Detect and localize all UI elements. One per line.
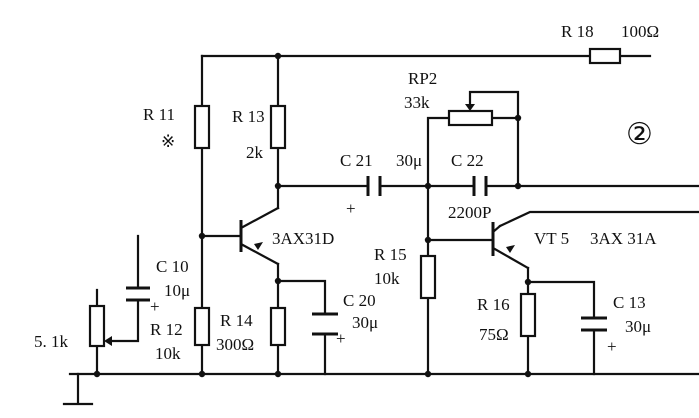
r11-resistor bbox=[193, 104, 211, 150]
r12-resistor bbox=[193, 306, 211, 347]
c13-name-label: C 13 bbox=[613, 293, 646, 312]
junction-dots bbox=[93, 52, 532, 378]
r15-value-label: 10k bbox=[374, 269, 400, 288]
r16-value-label: 75Ω bbox=[479, 325, 509, 344]
r18-name-label: R 18 bbox=[561, 22, 594, 41]
r12-value-label: 10k bbox=[155, 344, 181, 363]
c20-capacitor bbox=[312, 312, 338, 336]
pot-wiper-arrow bbox=[104, 336, 112, 346]
c20-name-label: C 20 bbox=[343, 291, 376, 310]
circuit-number-label: ② bbox=[626, 117, 653, 152]
c21-value-label: 30μ bbox=[396, 151, 422, 170]
c22-value-label: 2200P bbox=[448, 203, 491, 222]
c13-polarity-mark: + bbox=[607, 337, 617, 356]
r13-resistor bbox=[269, 104, 287, 150]
vt5-name-label: VT 5 bbox=[534, 229, 569, 248]
r16-name-label: R 16 bbox=[477, 295, 510, 314]
left-transistor-3ax31d bbox=[239, 206, 280, 266]
c20-polarity-mark: + bbox=[336, 329, 346, 348]
wires bbox=[62, 54, 699, 406]
c22-name-label: C 22 bbox=[451, 151, 484, 170]
c20-value-label: 30μ bbox=[352, 313, 378, 332]
c13-value-label: 30μ bbox=[625, 317, 651, 336]
rp2-name-label: RP2 bbox=[408, 69, 437, 88]
c10-name-label: C 10 bbox=[156, 257, 189, 276]
c10-capacitor bbox=[126, 286, 150, 302]
r14-resistor bbox=[269, 306, 287, 347]
r18-value-label: 100Ω bbox=[621, 22, 659, 41]
r12-name-label: R 12 bbox=[150, 320, 183, 339]
pot-value-label: 5. 1k bbox=[34, 332, 69, 351]
c21-capacitor bbox=[366, 176, 382, 196]
vt5-transistor-3ax31a bbox=[491, 222, 530, 270]
pot-5k1-potentiometer bbox=[88, 304, 106, 348]
r18-resistor bbox=[588, 47, 622, 65]
r16-resistor bbox=[519, 292, 537, 338]
r11-note-mark: ※ bbox=[161, 132, 175, 152]
r14-name-label: R 14 bbox=[220, 311, 253, 330]
c21-polarity-mark: + bbox=[346, 199, 356, 218]
rp2-value-label: 33k bbox=[404, 93, 430, 112]
c10-value-label: 10μ bbox=[164, 281, 190, 300]
rp2-potentiometer bbox=[447, 109, 494, 127]
r14-value-label: 300Ω bbox=[216, 335, 254, 354]
r13-value-label: 2k bbox=[246, 143, 264, 162]
vt5-model-label: 3AX 31A bbox=[590, 229, 657, 248]
c21-name-label: C 21 bbox=[340, 151, 373, 170]
c13-capacitor bbox=[581, 316, 607, 332]
left-transistor-model-label: 3AX31D bbox=[272, 229, 334, 248]
r15-resistor bbox=[419, 254, 437, 300]
r15-name-label: R 15 bbox=[374, 245, 407, 264]
r13-name-label: R 13 bbox=[232, 107, 265, 126]
r11-name-label: R 11 bbox=[143, 105, 175, 124]
c10-polarity-mark: + bbox=[150, 297, 160, 316]
c22-capacitor bbox=[472, 176, 488, 196]
rp2-wiper-arrow bbox=[465, 104, 475, 111]
